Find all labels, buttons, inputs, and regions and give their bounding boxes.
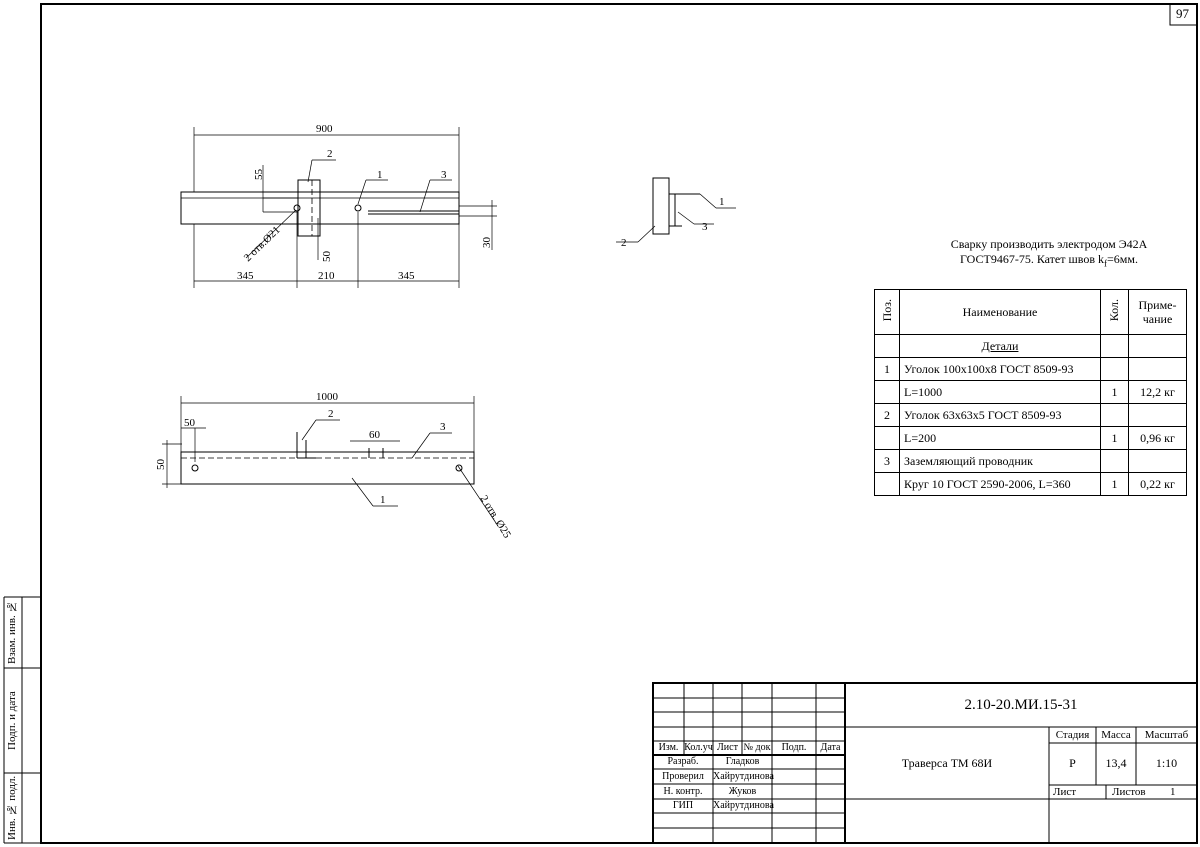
bottom-dim-50a: 50 [184,417,196,429]
role-norm-control: Н. контр. [663,786,703,797]
side-view-drawing [616,177,736,243]
name-norm-control: Жуков [728,786,757,797]
title-block-grid [652,682,1198,844]
top-dim-overall: 900 [316,123,333,135]
bottom-holes-label: 2 отв. Ø25 [477,493,513,541]
top-holes-label: 2 отв.Ø21 [242,224,283,264]
top-pos-3: 3 [441,169,447,181]
mass-value: 13,4 [1105,756,1127,770]
col-header-date: Дата [820,742,841,753]
sheets-value: 1 [1170,786,1176,798]
role-chief-engineer: ГИП [672,800,694,811]
scale-label: Масштаб [1144,729,1189,741]
side-stamp-sign-date: Подп. и дата [6,691,18,750]
role-developer: Разраб. [667,756,699,767]
mass-label: Масса [1101,729,1131,741]
name-developer: Гладков [725,756,760,767]
scale-value: 1:10 [1155,756,1178,770]
spec-header-row: Поз. Наименование Кол. Приме-чание [874,289,1187,335]
welding-note-line1: Сварку производить электродом Э42А [950,237,1148,251]
col-header-doc: № док [743,742,771,753]
side-pos-3: 3 [702,221,708,233]
stage-value: Р [1069,756,1076,770]
bottom-pos-3: 3 [440,421,446,433]
top-dim-55: 55 [253,169,265,181]
role-checker: Проверил [662,771,704,782]
spec-section-title: Детали [899,334,1101,358]
bottom-dim-overall: 1000 [316,391,339,403]
bottom-dim-50b: 50 [155,459,167,471]
doc-code: 2.10-20.МИ.15-31 [964,697,1078,713]
bottom-pos-1: 1 [380,494,386,506]
page-number-box [1169,3,1198,26]
spec-section-row: Детали [874,334,1187,358]
sheets-label: Листов [1112,786,1146,798]
specification-table: Поз. Наименование Кол. Приме-чание Детал… [874,289,1187,496]
top-view-drawing [180,127,497,288]
side-pos-2: 2 [621,237,627,249]
col-header-sign: Подп. [781,742,807,753]
side-stamp [3,596,41,844]
col-header-list: Лист [717,742,738,753]
top-pos-2: 2 [327,148,333,160]
bottom-dim-60: 60 [369,429,381,441]
page-number: 97 [1176,6,1189,21]
spec-header-pos: Поз. [874,289,900,335]
col-header-izm: Изм. [658,742,679,753]
col-header-kol: Кол.уч [684,742,713,753]
bottom-pos-2: 2 [328,408,334,420]
side-stamp-inv-orig: Инв. № подл. [6,775,18,841]
stage-label: Стадия [1055,729,1090,741]
sheet-label: Лист [1053,786,1077,798]
side-pos-1: 1 [719,196,725,208]
top-dim-50: 50 [321,251,333,263]
top-dim-mid: 210 [318,270,335,282]
top-dim-right: 345 [398,270,415,282]
doc-name: Траверса ТМ 68И [901,756,993,770]
side-stamp-inv-replace: Взам. инв. № [6,600,18,665]
spec-header-name: Наименование [899,289,1101,335]
sheet-frame [40,3,1198,844]
welding-note: Сварку производить электродом Э42А ГОСТ9… [944,237,1154,271]
top-dim-left: 345 [237,270,254,282]
spec-header-note: Приме-чание [1128,289,1187,335]
name-checker: Хайрутдинова [713,771,774,782]
spec-header-qty: Кол. [1100,289,1129,335]
welding-note-line2: ГОСТ9467-75. Катет швов kf=6мм. [960,252,1138,269]
top-dim-30: 30 [481,237,493,249]
top-pos-1: 1 [377,169,383,181]
name-chief-engineer: Хайрутдинова [713,800,774,811]
bottom-view-drawing [162,396,499,527]
